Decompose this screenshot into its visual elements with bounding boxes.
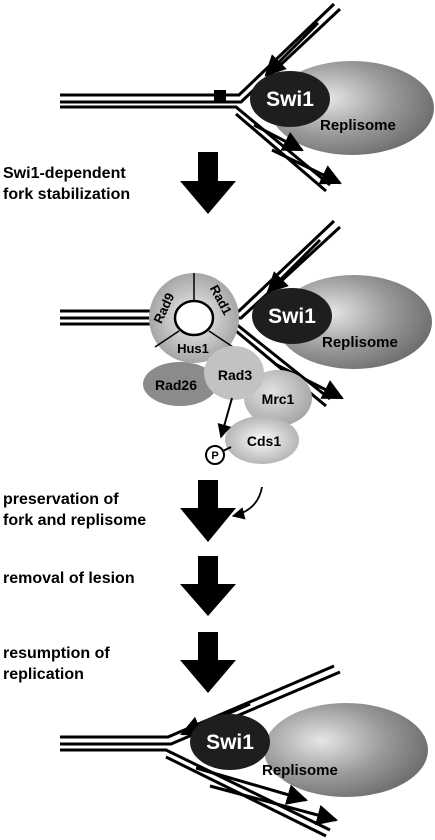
step1-line1: Swi1-dependent bbox=[3, 165, 126, 182]
nascent-strand-arrow bbox=[266, 238, 322, 294]
dna-leading-strand bbox=[60, 219, 336, 313]
step1-group: Swi1-dependent fork stabilization bbox=[3, 152, 236, 214]
nascent-strand-arrow bbox=[274, 362, 344, 400]
feedback-curved-arrow bbox=[231, 486, 263, 520]
step4-line1: resumption of bbox=[3, 645, 110, 662]
dna-leading-strand-inner bbox=[60, 670, 341, 746]
middle-fork-panel: Rad9 Rad1 Hus1 Swi1 Replisome Rad26 Mrc1… bbox=[60, 219, 432, 465]
mrc1-label: Mrc1 bbox=[262, 391, 295, 407]
bottom-fork-panel: Swi1 Replisome bbox=[60, 664, 428, 838]
swi1-protein bbox=[252, 288, 332, 344]
swi1-protein bbox=[190, 714, 270, 770]
swi1-label: Swi1 bbox=[266, 88, 314, 111]
dna-leading-strand bbox=[60, 2, 336, 97]
replisome-complex bbox=[264, 703, 428, 797]
swi1-protein bbox=[250, 71, 330, 127]
swi1-label: Swi1 bbox=[268, 305, 316, 328]
top-fork-panel: Swi1 Replisome bbox=[60, 2, 434, 193]
phosphate-icon bbox=[205, 445, 225, 465]
nascent-strand-arrow bbox=[271, 148, 342, 185]
step2-line1: preservation of bbox=[3, 491, 119, 508]
swi1-label: Swi1 bbox=[206, 731, 254, 754]
phosphorylation-arrow bbox=[217, 397, 233, 439]
hus1-label: Hus1 bbox=[177, 341, 209, 356]
replisome-label: Replisome bbox=[262, 762, 338, 779]
phosphate-link bbox=[222, 446, 232, 452]
down-arrow-icon bbox=[180, 152, 236, 214]
step2-group: preservation of fork and replisome bbox=[3, 480, 263, 542]
cds1-label: Cds1 bbox=[247, 433, 281, 449]
fork-barrier-lesion bbox=[214, 90, 226, 103]
clamp-center-hole bbox=[173, 299, 215, 337]
dna-lagging-strand-inner bbox=[235, 112, 327, 193]
phosphate-label: P bbox=[211, 450, 218, 462]
step1-line2: fork stabilization bbox=[3, 186, 130, 203]
down-arrow-icon bbox=[180, 556, 236, 616]
down-arrow-icon bbox=[180, 480, 236, 542]
nascent-strand-arrow bbox=[209, 784, 339, 826]
dna-leading-strand-inner bbox=[60, 225, 342, 320]
rad3-label: Rad3 bbox=[218, 367, 252, 383]
step3-line1: removal of lesion bbox=[3, 570, 135, 587]
step4-line2: replication bbox=[3, 666, 84, 683]
replisome-label: Replisome bbox=[322, 334, 398, 351]
down-arrow-icon bbox=[180, 632, 236, 693]
nascent-strand-arrow bbox=[253, 123, 304, 152]
dna-lagging-strand bbox=[60, 105, 331, 187]
rad26-label: Rad26 bbox=[155, 377, 197, 393]
dna-leading-strand-inner bbox=[60, 7, 342, 104]
dna-leading-strand bbox=[60, 664, 335, 739]
nascent-strand-arrow bbox=[195, 766, 309, 805]
step3-group: removal of lesion bbox=[3, 556, 236, 616]
ring-divider bbox=[154, 330, 180, 348]
nascent-strand-arrow bbox=[264, 21, 320, 77]
cds1-protein bbox=[225, 416, 299, 464]
replisome-label: Replisome bbox=[320, 117, 396, 134]
rad3-protein bbox=[204, 346, 264, 400]
ring-divider bbox=[208, 330, 234, 348]
rad26-protein bbox=[143, 362, 217, 406]
step4-group: resumption of replication bbox=[3, 632, 236, 693]
step2-line2: fork and replisome bbox=[3, 512, 146, 529]
